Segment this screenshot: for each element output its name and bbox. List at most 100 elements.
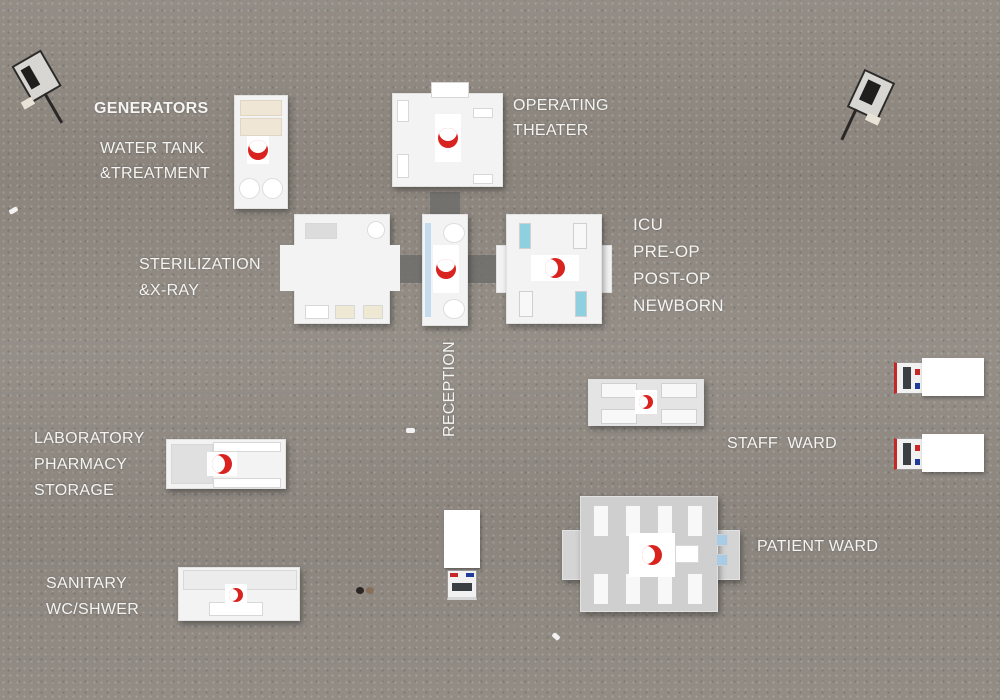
siren-red — [915, 369, 920, 375]
supply-bin — [716, 554, 728, 566]
ambulance-right-bottom[interactable] — [894, 434, 988, 474]
trailer-hitch — [43, 92, 64, 124]
crescent-icon — [229, 588, 243, 602]
patient-bed — [687, 573, 703, 605]
trailer-hitch — [840, 108, 858, 141]
generator-trailer-right[interactable] — [812, 58, 904, 165]
patient-bed — [593, 573, 609, 605]
siren-blue — [915, 383, 920, 389]
icu-bed — [573, 223, 587, 249]
generator-body — [11, 49, 62, 103]
label-sanitary: SANITARY WC/SHWER — [46, 575, 140, 618]
windshield — [452, 583, 472, 591]
cabinet — [473, 108, 493, 118]
person — [356, 587, 364, 594]
siren-blue — [915, 459, 920, 465]
xray-station — [335, 305, 355, 319]
patient-bed — [625, 573, 641, 605]
unit-reception[interactable] — [422, 214, 468, 326]
unit-sterilization-wing — [280, 245, 400, 291]
crescent-icon — [438, 128, 458, 148]
walkway-sterilization-reception — [395, 255, 425, 283]
ambulance-box — [922, 434, 984, 472]
operating-table — [435, 114, 461, 162]
staff-bed — [601, 409, 637, 424]
seat — [443, 299, 465, 319]
generator-block — [240, 100, 282, 116]
ambulance-cab — [894, 362, 924, 394]
xray-station — [305, 305, 329, 319]
label-laboratory: LABORATORY PHARMACY STORAGE — [34, 430, 145, 499]
cabinet — [473, 174, 493, 184]
red-crescent-emblem — [247, 136, 269, 164]
icu-bed — [519, 291, 533, 317]
storage-shelf — [213, 442, 281, 452]
seagull-icon — [406, 428, 415, 433]
unit-sanitary[interactable] — [178, 567, 300, 621]
ambulance-right-top[interactable] — [894, 358, 988, 398]
walkway-reception-icu — [467, 255, 499, 283]
sink — [305, 223, 337, 239]
unit-patient-ward[interactable] — [580, 496, 718, 612]
nurse-station — [675, 545, 699, 563]
ambulance-cab — [447, 570, 477, 600]
icu-bed — [575, 291, 587, 317]
patient-bed — [593, 505, 609, 537]
crescent-icon — [642, 545, 662, 565]
seagull-icon — [551, 632, 561, 641]
cabinet — [397, 100, 409, 122]
red-crescent-emblem — [531, 255, 579, 281]
icu-bed — [519, 223, 531, 249]
window-strip — [425, 223, 431, 317]
siren-red — [450, 573, 458, 577]
ambulance-box — [444, 510, 480, 568]
patient-bed — [657, 573, 673, 605]
crescent-icon — [545, 258, 565, 278]
walkway-operating-reception — [430, 192, 460, 214]
autoclave — [367, 221, 385, 239]
label-icu: ICU PRE-OP POST-OP NEWBORN — [633, 215, 724, 315]
crescent-icon — [639, 395, 653, 409]
windshield — [903, 367, 911, 389]
label-patient-ward: PATIENT WARD — [757, 538, 879, 555]
person — [366, 587, 374, 594]
supply-bin — [716, 534, 728, 546]
ambulance-center[interactable] — [442, 510, 482, 600]
label-sterilization: STERILIZATION &X-RAY — [139, 256, 261, 299]
crescent-icon — [248, 140, 268, 160]
label-reception: RECEPTION — [441, 340, 458, 438]
unit-staff-ward[interactable] — [588, 379, 704, 426]
seagull-icon — [8, 206, 19, 215]
ambulance-box — [922, 358, 984, 396]
xray-station — [363, 305, 383, 319]
staff-bed — [601, 383, 637, 398]
label-operating-theater: OPERATING THEATER — [513, 97, 609, 139]
red-crescent-emblem — [635, 390, 657, 414]
label-water-tank: WATER TANK &TREATMENT — [100, 140, 211, 182]
staff-bed — [661, 383, 697, 398]
cabinet — [431, 82, 469, 98]
red-crescent-emblem — [629, 533, 675, 577]
ambulance-cab — [894, 438, 924, 470]
windshield — [903, 443, 911, 465]
water-tank — [239, 178, 260, 199]
crescent-icon — [436, 259, 456, 279]
siren-blue — [466, 573, 474, 577]
red-crescent-emblem — [225, 584, 247, 606]
seat — [443, 223, 465, 243]
unit-operating-theater[interactable] — [392, 82, 503, 187]
unit-laboratory-pharmacy[interactable] — [166, 439, 286, 489]
reception-desk — [433, 245, 459, 293]
crescent-icon — [212, 454, 232, 474]
generator-trailer-left[interactable] — [0, 41, 92, 149]
unit-water-tank-treatment[interactable] — [234, 95, 288, 209]
label-staff-ward: STAFF WARD — [727, 435, 837, 452]
generator-block — [240, 118, 282, 136]
unit-icu[interactable] — [506, 214, 602, 324]
cabinet — [397, 154, 409, 178]
label-generators: GENERATORS — [94, 100, 209, 117]
storage-shelf — [213, 478, 281, 488]
water-tank — [262, 178, 283, 199]
siren-red — [915, 445, 920, 451]
staff-bed — [661, 409, 697, 424]
